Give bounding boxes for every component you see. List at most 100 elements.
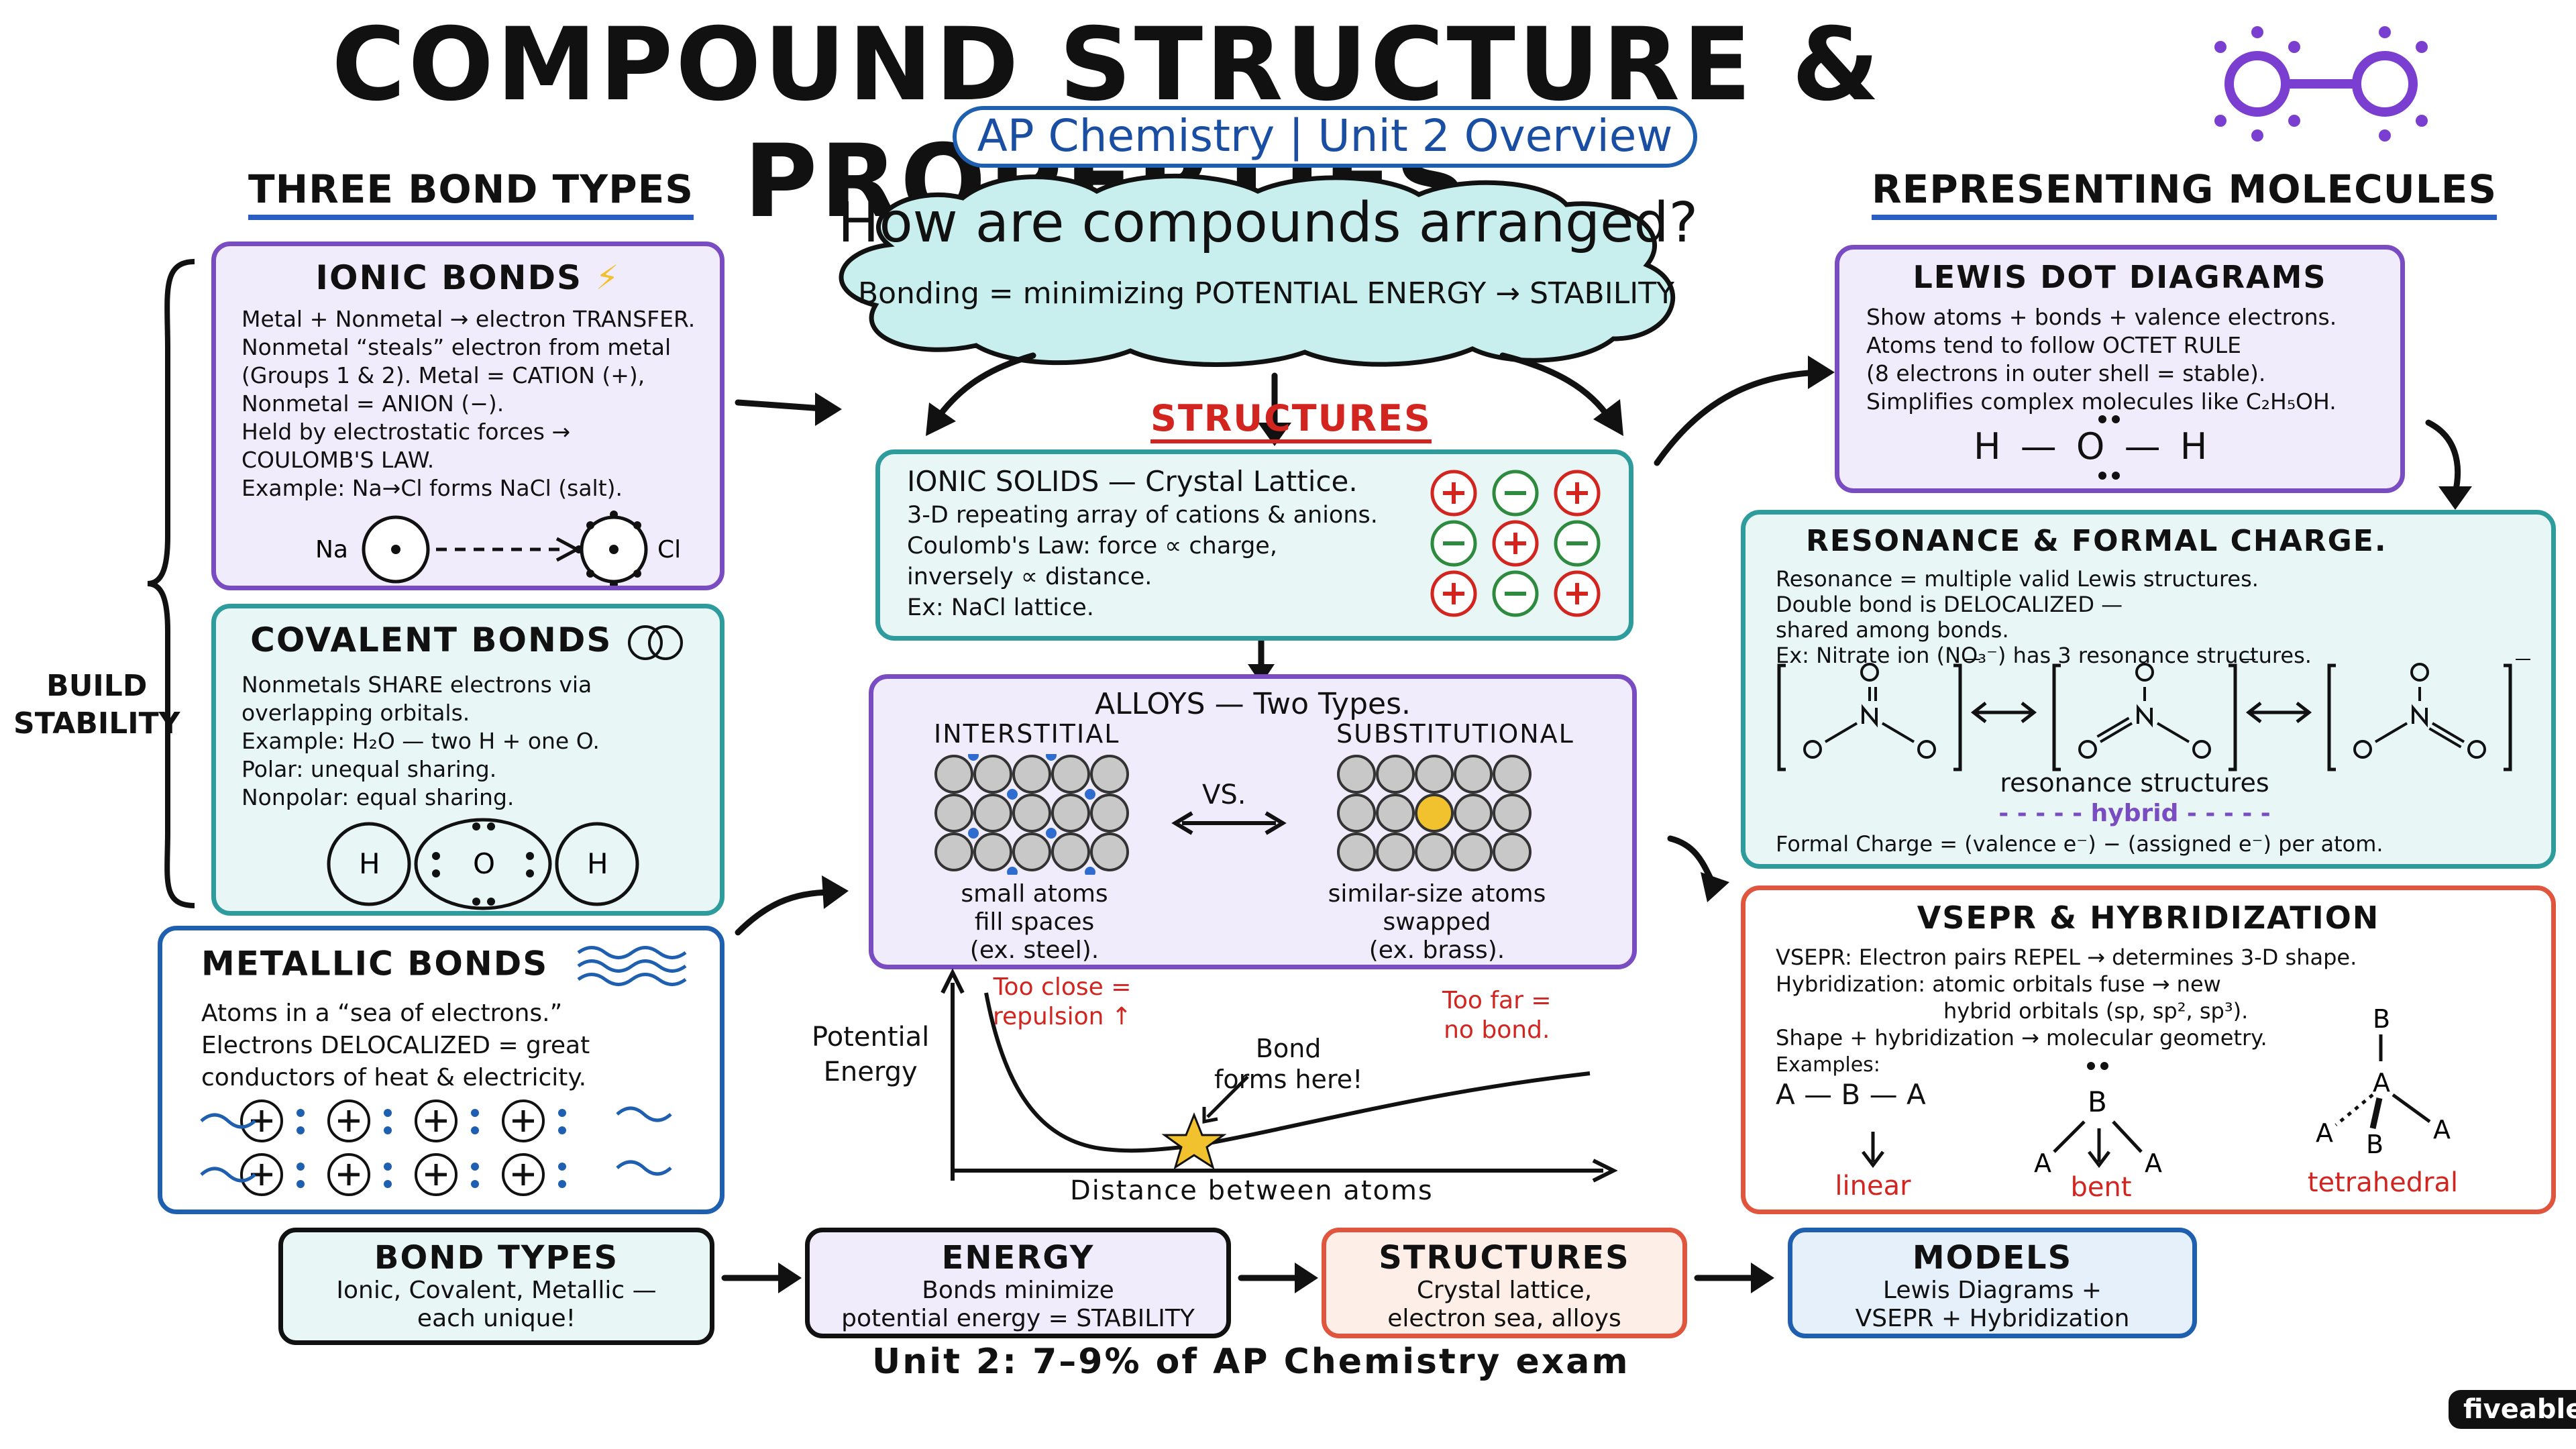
bond-forms-line: Bond xyxy=(1255,1034,1322,1063)
metallic-line: conductors of heat & electricity. xyxy=(201,1064,587,1091)
host-atom-icon xyxy=(934,794,973,833)
too-far-label: Too far = no bond. xyxy=(1442,986,1552,1045)
too-close-line: repulsion ↑ xyxy=(993,1003,1132,1030)
svg-text:B: B xyxy=(2373,1004,2390,1034)
host-atom-icon xyxy=(1051,833,1090,871)
flow-line: potential energy = STABILITY xyxy=(841,1305,1195,1332)
host-atom-icon xyxy=(973,833,1012,871)
lightning-icon: ⚡ xyxy=(595,258,621,297)
covalent-line: Nonmetals SHARE electrons via xyxy=(241,671,592,698)
substitutional-caption: similar-size atoms swapped (ex. brass). xyxy=(1303,880,1571,965)
covalent-bonds-title-text: COVALENT BONDS xyxy=(250,621,612,659)
flow-bond-types: BOND TYPES Ionic, Covalent, Metallic — e… xyxy=(278,1228,714,1345)
substitutional-lattice xyxy=(1337,755,1532,871)
ionic-solids-card: IONIC SOLIDS — Crystal Lattice. 3-D repe… xyxy=(875,449,1633,641)
cloud-caption: Bonding = minimizing POTENTIAL ENERGY → … xyxy=(857,276,1678,311)
interstitial-atom-icon xyxy=(1046,828,1057,839)
linear-label: linear xyxy=(1835,1171,1911,1201)
ionic-solids-line: Coulomb's Law: force ∝ charge, xyxy=(907,533,1277,559)
brace-label-line: BUILD xyxy=(46,669,148,703)
ionic-line: COULOMB'S LAW. xyxy=(241,447,435,473)
interstitial-atom-icon xyxy=(1046,754,1057,761)
three-bond-types-heading: THREE BOND TYPES xyxy=(248,166,694,220)
vsepr-card: VSEPR & HYBRIDIZATION VSEPR: Electron pa… xyxy=(1741,885,2556,1214)
graph-xlabel: Distance between atoms xyxy=(1070,1175,1434,1206)
lattice-diagram xyxy=(1430,470,1601,617)
flow-title: MODELS xyxy=(1912,1239,2073,1277)
lewis-line: Simplifies complex molecules like C₂H₅OH… xyxy=(1866,388,2337,415)
too-far-line: Too far = xyxy=(1442,987,1552,1014)
host-atom-icon xyxy=(1454,755,1493,794)
ionic-line: Nonmetal “steals” electron from metal xyxy=(241,334,672,360)
formal-charge-line: Formal Charge = (valence e⁻) − (assigned… xyxy=(1776,831,2383,857)
flow-models: MODELS Lewis Diagrams + VSEPR + Hybridiz… xyxy=(1788,1228,2197,1338)
resonance-structures-caption: resonance structures xyxy=(2000,768,2269,798)
resonance-line: Double bond is DELOCALIZED — xyxy=(1776,592,2123,617)
covalent-bonds-card: COVALENT BONDS Nonmetals SHARE electrons… xyxy=(211,604,724,916)
host-atom-icon xyxy=(1376,794,1415,833)
host-atom-icon xyxy=(1376,833,1415,871)
molecule-logo-icon xyxy=(2214,26,2428,142)
metallic-bonds-title: METALLIC BONDS xyxy=(201,943,694,989)
examples-label: Examples: xyxy=(1776,1053,1880,1077)
host-atom-icon xyxy=(973,794,1012,833)
host-atom-icon xyxy=(1012,833,1051,871)
host-atom-icon xyxy=(1090,833,1129,871)
vsepr-line: Shape + hybridization → molecular geomet… xyxy=(1776,1025,2267,1051)
bent-label: bent xyxy=(2070,1172,2132,1203)
graph-ylabel: Potential Energy xyxy=(812,1020,929,1089)
host-atom-icon xyxy=(1012,794,1051,833)
resonance-line: Resonance = multiple valid Lewis structu… xyxy=(1776,566,2259,592)
interstitial-atom-icon xyxy=(1007,789,1018,800)
tetrahedral-label: tetrahedral xyxy=(2307,1167,2459,1198)
flow-line: VSEPR + Hybridization xyxy=(1855,1305,2130,1332)
vsepr-line: hybrid orbitals (sp, sp², sp³). xyxy=(1943,998,2249,1024)
svg-text:A: A xyxy=(2034,1148,2051,1178)
cl-label: Cl xyxy=(657,536,681,564)
svg-text:A: A xyxy=(2145,1148,2162,1178)
lewis-line: Show atoms + bonds + valence electrons. xyxy=(1866,304,2337,330)
hybrid-label: - - - - - hybrid - - - - - xyxy=(1998,800,2271,827)
svg-text:A: A xyxy=(2373,1068,2390,1097)
nitrate-structures xyxy=(1777,659,2530,771)
substitutional-label: SUBSTITUTIONAL xyxy=(1336,719,1574,749)
host-atom-icon xyxy=(1493,833,1532,871)
water-molecule-diagram: H O H xyxy=(327,818,639,910)
flow-title: BOND TYPES xyxy=(374,1239,619,1277)
host-atom-icon xyxy=(1415,755,1454,794)
ionic-line: (Groups 1 & 2). Metal = CATION (+), xyxy=(241,362,645,388)
flow-line: Bonds minimize xyxy=(922,1277,1114,1304)
ionic-line: Held by electrostatic forces → xyxy=(241,419,571,445)
cloud-question: How are compounds arranged? xyxy=(837,191,1699,255)
metallic-bonds-title-text: METALLIC BONDS xyxy=(201,944,549,983)
lone-pair-dots xyxy=(2098,415,2120,480)
host-atom-icon xyxy=(1051,755,1090,794)
host-atom-icon xyxy=(934,833,973,871)
resonance-card: RESONANCE & FORMAL CHARGE. Resonance = m… xyxy=(1741,510,2556,869)
lewis-line: (8 electrons in outer shell = stable). xyxy=(1866,360,2266,386)
star-icon xyxy=(1161,1112,1227,1170)
interstitial-caption: small atoms fill spaces (ex. steel). xyxy=(914,880,1155,965)
hybrid-text: hybrid xyxy=(2090,800,2179,827)
vsepr-line: VSEPR: Electron pairs REPEL → determines… xyxy=(1776,945,2357,970)
brace-label: BUILD STABILITY xyxy=(13,667,180,743)
svg-text:B: B xyxy=(2088,1085,2107,1118)
covalent-line: Polar: unequal sharing. xyxy=(241,755,497,782)
flow-line: each unique! xyxy=(417,1305,576,1332)
flow-title: ENERGY xyxy=(941,1239,1095,1277)
host-atom-icon xyxy=(1090,755,1129,794)
flow-energy: ENERGY Bonds minimize potential energy =… xyxy=(805,1228,1231,1338)
bond-forms-line: forms here! xyxy=(1214,1065,1363,1094)
representing-molecules-heading: REPRESENTING MOLECULES xyxy=(1872,166,2498,220)
ionic-bonds-title: IONIC BONDS ⚡ xyxy=(241,258,694,297)
caption-line: (ex. brass). xyxy=(1368,936,1505,964)
caption-line: similar-size atoms xyxy=(1328,880,1546,908)
metallic-line: Atoms in a “sea of electrons.” xyxy=(201,1000,563,1027)
host-atom-icon xyxy=(1454,794,1493,833)
unit-subtitle: AP Chemistry | Unit 2 Overview xyxy=(953,106,1697,168)
ionic-solids-line: inversely ∝ distance. xyxy=(907,564,1152,590)
metallic-bonds-card: METALLIC BONDS Atoms in a “sea of electr… xyxy=(158,926,724,1214)
host-atom-icon xyxy=(1337,755,1376,794)
vsepr-title: VSEPR & HYBRIDIZATION xyxy=(1917,900,2380,936)
interstitial-lattice xyxy=(934,754,1129,875)
